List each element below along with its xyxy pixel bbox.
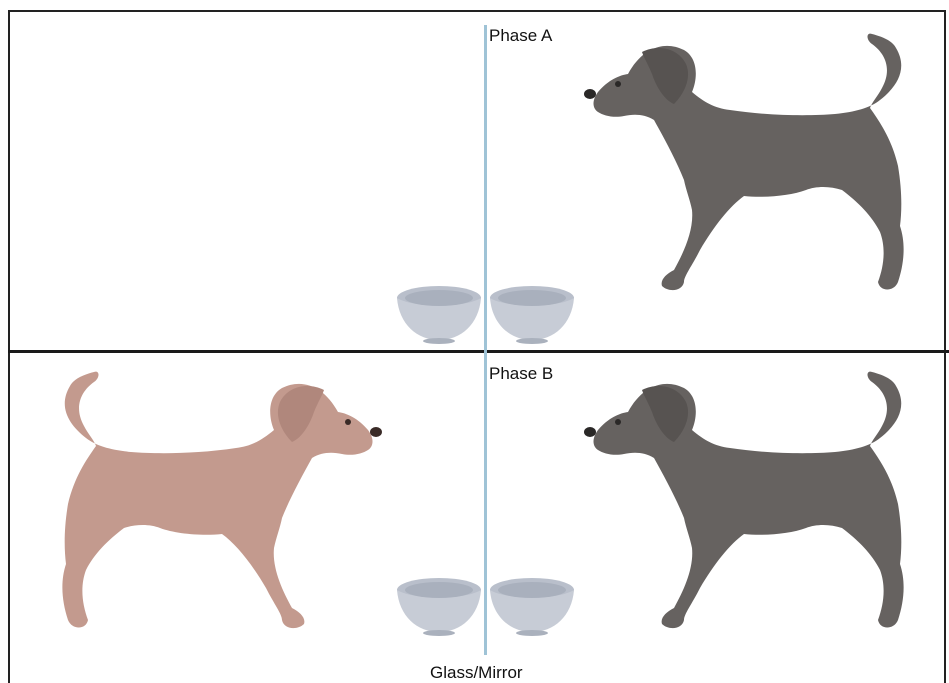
dog-icon — [56, 368, 386, 633]
glass-mirror-barrier — [484, 25, 487, 655]
phase-divider-line — [8, 350, 949, 353]
dog-icon — [580, 30, 910, 295]
bowl-icon — [395, 576, 483, 636]
phase-a-label: Phase A — [489, 26, 552, 46]
dog-icon — [580, 368, 910, 633]
glass-mirror-label: Glass/Mirror — [430, 663, 523, 683]
phase-b-label: Phase B — [489, 364, 553, 384]
bowl-icon — [488, 576, 576, 636]
bowl-icon — [488, 284, 576, 344]
bowl-icon — [395, 284, 483, 344]
